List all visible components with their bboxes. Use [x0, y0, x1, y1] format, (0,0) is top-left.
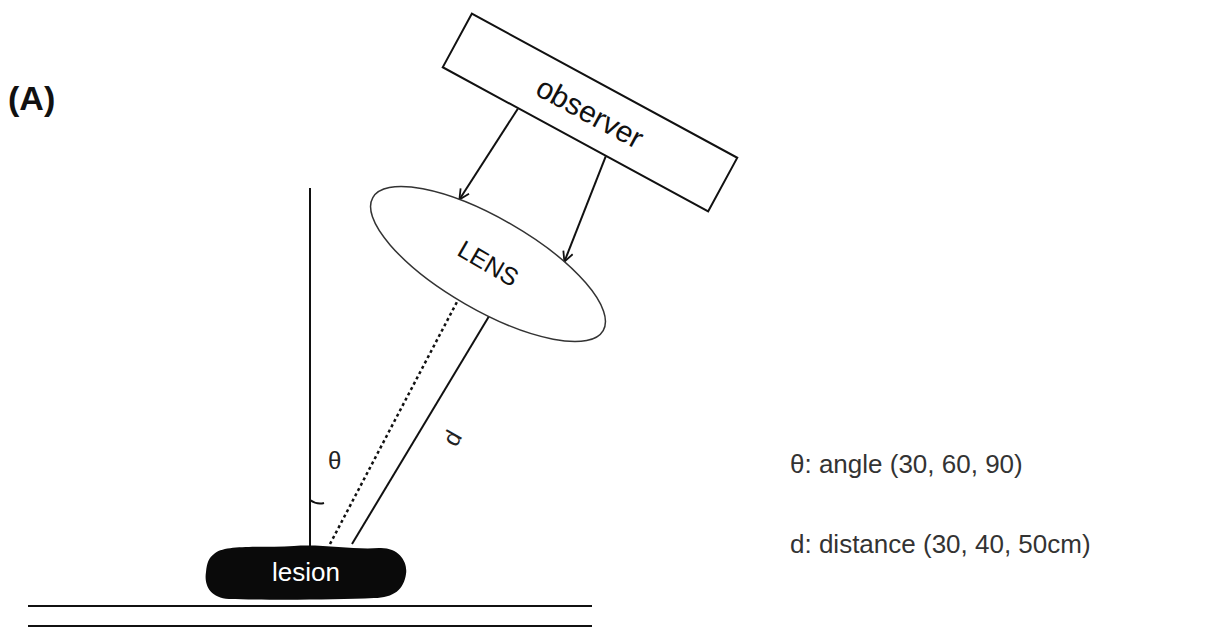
connector [564, 156, 605, 261]
blob-shape [206, 546, 407, 600]
legend-note: θ: angle (30, 60, 90) [790, 450, 1023, 479]
edge-label: d [438, 426, 468, 451]
angle-arc [310, 500, 324, 504]
rect-shape [443, 13, 738, 211]
angle-symbol: θ [328, 448, 341, 474]
vertical-reference-line [309, 188, 311, 546]
dotted-connector [330, 300, 458, 544]
lesion-blob: lesion [204, 544, 408, 600]
node-text: lesion [272, 558, 340, 587]
panel-label: (A) [8, 80, 55, 117]
legend-note: d: distance (30, 40, 50cm) [790, 530, 1091, 559]
ellipse-shape [350, 158, 626, 371]
connector [459, 109, 517, 200]
ground-line [28, 625, 592, 627]
connector [352, 317, 489, 544]
observer-box: observer [441, 12, 738, 212]
lens-ellipse: LENS [347, 155, 629, 373]
ground-line [28, 605, 592, 607]
